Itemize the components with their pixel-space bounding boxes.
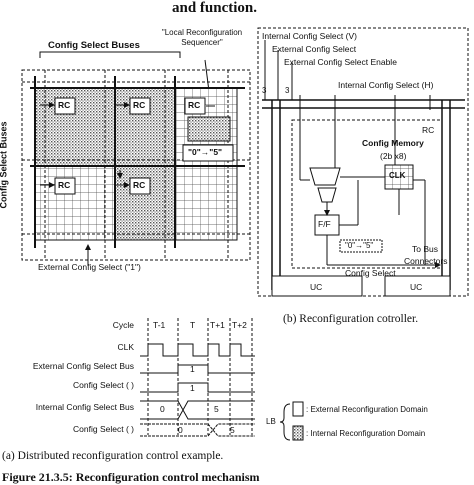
internal-select-v-label: Internal Config Select (V) [262, 31, 357, 41]
timing-row-clk: CLK [117, 342, 134, 352]
memory-size-label: (2b x8) [380, 151, 407, 161]
legend-lb-label: LB [266, 417, 276, 426]
cfg-select-value: 1 [190, 383, 195, 393]
timing-row-cfg-select: Config Select ( ) [73, 380, 134, 390]
external-select-enable-label: External Config Select Enable [284, 57, 397, 67]
cycle-label-t-1: T-1 [153, 320, 166, 330]
connectors-label: Connectors [404, 256, 448, 266]
legend-internal-label: : Internal Reconfiguration Domain [306, 429, 426, 438]
config-memory-label: Config Memory [362, 138, 424, 148]
external-select-label: External Config Select ("1") [38, 262, 141, 272]
int-bus-after-value: 5 [214, 404, 219, 414]
external-select-right-label: External Config Select [272, 44, 357, 54]
uc-left-label: UC [310, 282, 323, 292]
cfg-select-2-before-value: 0 [178, 425, 183, 435]
local-sequencer-label: "Local Reconfiguration Sequencer" [161, 28, 243, 47]
ext-bus-value: 1 [190, 364, 195, 374]
timing-row-ext-bus: External Config Select Bus [32, 361, 134, 371]
bus-width-label-1: 3 [262, 86, 267, 95]
cycle-label-t2: T+2 [232, 320, 247, 330]
legend [279, 401, 304, 441]
uc-right-label: UC [410, 282, 423, 292]
rc-label-3: RC [188, 100, 201, 110]
rc-label-2: RC [133, 100, 146, 110]
internal-select-h-label: Internal Config Select (H) [338, 80, 434, 90]
cycle-label-t: T [190, 320, 196, 330]
cycle-label-t1: T+1 [210, 320, 225, 330]
timing-row-cfg-select-2: Config Select ( ) [73, 424, 134, 434]
to-bus-label: To Bus [412, 244, 438, 254]
caption-a: (a) Distributed reconfiguration control … [2, 450, 224, 462]
bus-width-label-2: 3 [285, 86, 290, 95]
timing-diagram [140, 318, 255, 437]
page-title: and function. [172, 0, 258, 16]
rc-array-diagram [21, 51, 251, 265]
timing-row-cycle: Cycle [112, 320, 134, 330]
figure-caption: Figure 21.3.5: Reconfiguration control m… [2, 470, 260, 484]
timing-row-int-bus: Internal Config Select Bus [35, 402, 134, 412]
rc-block-label: RC [422, 125, 435, 135]
config-select-buses-label: Config Select Buses [48, 40, 140, 51]
clk-label: CLK [389, 171, 406, 180]
counter-label: "0"→"5" [345, 241, 374, 250]
rc-label-4: RC [58, 180, 71, 190]
caption-b: (b) Reconfiguration cotroller. [283, 313, 419, 325]
legend-external-label: : External Reconfiguration Domain [306, 405, 428, 414]
config-select-label: Config Select [345, 268, 396, 278]
sequence-box-label: "0"→"5" [188, 147, 223, 157]
cfg-select-2-after-value: 5 [230, 425, 235, 435]
rc-label-1: RC [58, 100, 71, 110]
side-buses-label: Config Select Buses [0, 121, 9, 209]
ff-label: F/F [318, 219, 331, 229]
rc-label-5: RC [133, 180, 146, 190]
int-bus-before-value: 0 [160, 404, 165, 414]
reconfiguration-controller-diagram [257, 27, 469, 297]
